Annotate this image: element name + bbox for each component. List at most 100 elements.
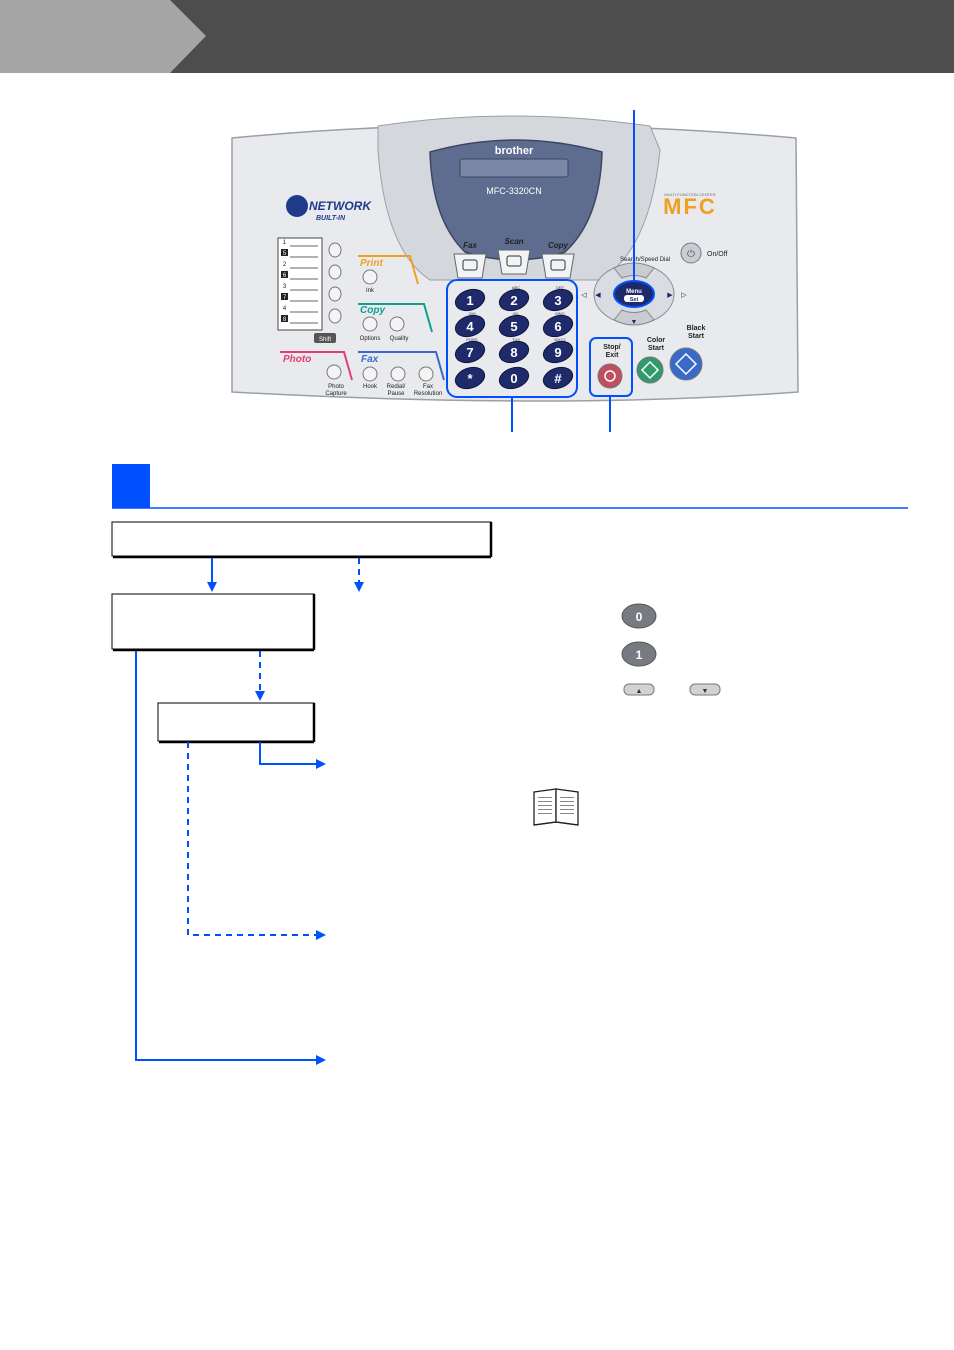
key-down-icon <box>689 683 721 696</box>
color-start-icon <box>640 360 660 380</box>
ink-label: Ink <box>366 288 375 294</box>
mfc-logo: MFC <box>663 194 717 219</box>
stop-exit-button[interactable] <box>597 363 623 389</box>
keypad-digit: # <box>554 371 562 386</box>
model-label: MFC-3320CN <box>486 186 542 196</box>
fax-group-title: Fax <box>361 354 379 365</box>
onetouch-number: 4 <box>283 306 287 312</box>
network-logo-icon <box>286 195 308 217</box>
keypad-key[interactable] <box>541 364 576 392</box>
black-start-label-2: Start <box>688 333 705 340</box>
mode-key-label: Scan <box>504 237 523 246</box>
mfc-small-label: MULTI-FUNCTION CENTER <box>664 192 715 197</box>
black-start-label-1: Black <box>687 325 706 332</box>
keypad-digit: 5 <box>510 319 517 334</box>
submenu-box <box>111 593 315 650</box>
keypad-letters: ABC <box>512 285 520 290</box>
onetouch-number: 2 <box>283 262 287 268</box>
onetouch-button[interactable] <box>328 264 342 280</box>
power-button[interactable] <box>680 242 702 264</box>
key-one-icon <box>621 641 657 667</box>
scan-mode-button[interactable] <box>497 249 531 275</box>
key-up-icon <box>623 683 655 696</box>
onetouch-button[interactable] <box>328 308 342 324</box>
flow-arrow-solid-2 <box>259 742 326 769</box>
keypad-key[interactable] <box>541 312 576 340</box>
keypad-letters: WXYZ <box>554 337 566 342</box>
stop-exit-label-1: Stop/ <box>603 344 621 351</box>
copy-options-button[interactable] <box>362 316 378 332</box>
copy-mode-button[interactable] <box>541 253 575 279</box>
menu-label: Menu <box>626 289 642 295</box>
fax-resolution-button[interactable] <box>418 366 434 382</box>
keypad-key[interactable] <box>453 312 488 340</box>
black-start-button[interactable] <box>669 347 703 381</box>
redial-label-1: Redial/ <box>387 384 406 390</box>
key-down-label: ▼ <box>702 688 709 695</box>
keypad-key[interactable] <box>497 312 532 340</box>
keypad-key[interactable] <box>497 364 532 392</box>
black-start-icon <box>674 352 698 376</box>
copy-quality-label: Quality <box>390 336 409 342</box>
redial-label-2: Pause <box>387 391 405 397</box>
volume-up-icon: ▷ <box>681 292 687 299</box>
onetouch-button[interactable] <box>328 286 342 302</box>
keypad-key[interactable] <box>541 338 576 366</box>
keypad-letters: MNO <box>555 311 564 316</box>
keypad-key[interactable] <box>497 338 532 366</box>
header-tab <box>0 0 206 73</box>
onetouch-number: 3 <box>283 284 287 290</box>
flow-arrow-solid-3 <box>135 651 326 1065</box>
keypad-key[interactable] <box>541 286 576 314</box>
keypad-letters: TUV <box>512 337 520 342</box>
section-number-box <box>112 464 150 508</box>
keypad-digit: 9 <box>554 345 561 360</box>
keypad-digit: 6 <box>554 319 561 334</box>
keypad-key[interactable] <box>453 338 488 366</box>
fax-icon <box>462 259 478 271</box>
keypad-key[interactable] <box>453 364 488 392</box>
onetouch-button[interactable] <box>328 242 342 258</box>
keypad-key[interactable] <box>453 286 488 314</box>
top-level-box <box>111 521 492 557</box>
shift-key[interactable] <box>314 333 336 343</box>
scan-icon <box>506 255 522 267</box>
menu-set-button[interactable] <box>613 280 655 308</box>
keypad-key[interactable] <box>497 286 532 314</box>
copy-options-label: Options <box>360 336 381 342</box>
menu-flowchart: 0 1 ▲ ▼ <box>111 464 908 1065</box>
color-start-label-1: Color <box>647 337 666 344</box>
mode-key-label: Fax <box>463 241 477 250</box>
hook-label: Hook <box>363 384 378 390</box>
copy-group-title: Copy <box>360 305 385 316</box>
set-label: Set <box>630 297 639 303</box>
stop-icon <box>604 370 616 382</box>
copy-icon <box>550 259 566 271</box>
nav-down-arrow-icon: ▼ <box>631 319 638 326</box>
keypad-letters: DEF <box>556 285 565 290</box>
keypad-digit: 3 <box>554 293 561 308</box>
nav-left-arrow-icon: ◀ <box>595 292 601 299</box>
power-icon: ⏻ <box>687 249 695 260</box>
keypad-digit: 7 <box>466 345 473 360</box>
redial-pause-button[interactable] <box>390 366 406 382</box>
hook-button[interactable] <box>362 366 378 382</box>
onetouch-number: 5 <box>283 251 287 257</box>
search-speed-dial-label: Search/Speed Dial <box>620 257 670 263</box>
brand-logo: brother <box>495 145 534 157</box>
volume-down-icon: ◁ <box>581 292 587 299</box>
nav-down-button[interactable] <box>613 309 655 326</box>
keypad-digit: 1 <box>466 293 473 308</box>
book-icon <box>533 788 579 826</box>
keypad-digit: 0 <box>510 371 517 386</box>
photo-capture-button[interactable] <box>326 364 342 380</box>
onetouch-number: 1 <box>283 240 287 246</box>
fax-mode-button[interactable] <box>453 253 487 279</box>
network-sub: BUILT-IN <box>316 215 346 222</box>
color-start-button[interactable] <box>636 356 664 384</box>
copy-quality-button[interactable] <box>389 316 405 332</box>
keypad-digit: 2 <box>510 293 517 308</box>
keypad-digit: 8 <box>510 345 517 360</box>
flow-arrow-dashed-3 <box>187 742 326 940</box>
ink-button[interactable] <box>362 269 378 285</box>
